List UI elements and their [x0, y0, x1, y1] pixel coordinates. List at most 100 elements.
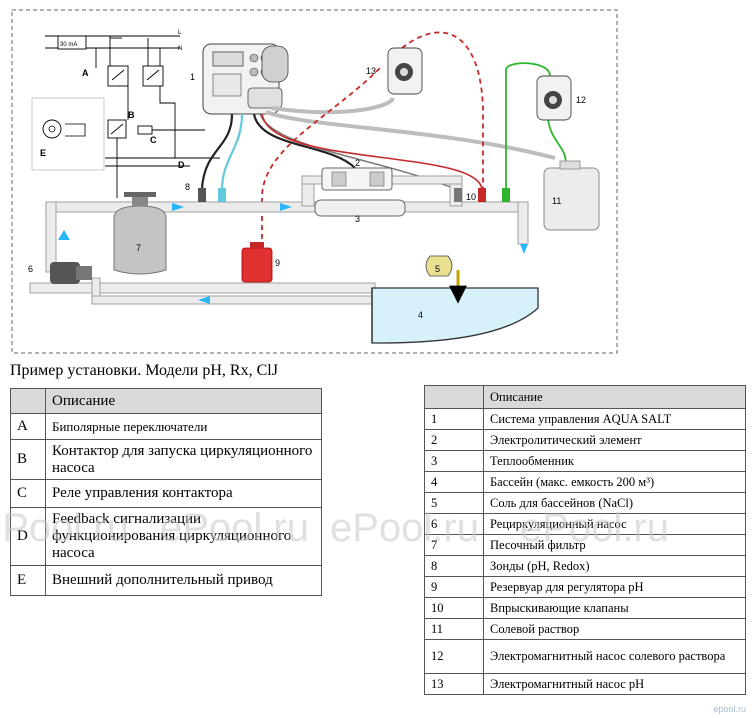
callout-10: 10 — [466, 192, 476, 202]
callout-9: 9 — [275, 258, 280, 268]
row-text: Система управления AQUA SALT — [483, 408, 746, 430]
header-key — [424, 385, 484, 409]
row-text: Внешний дополнительный привод — [45, 565, 322, 596]
row-text: Резервуар для регулятора pH — [483, 576, 746, 598]
control-unit — [202, 43, 289, 115]
row-key: B — [10, 439, 46, 480]
contactor — [105, 86, 220, 198]
salt-solution-tank — [543, 160, 600, 231]
callout-2: 2 — [355, 158, 360, 168]
row-key: 13 — [424, 673, 484, 695]
mains-wiring — [45, 35, 180, 68]
callout-11: 11 — [552, 196, 561, 206]
header-key — [10, 388, 46, 414]
callout-1: 1 — [190, 72, 195, 82]
recirculation-pump — [50, 262, 92, 284]
callout-3: 3 — [355, 214, 360, 224]
table-row: E Внешний дополнительный привод — [10, 565, 322, 596]
heat-exchanger — [314, 199, 406, 217]
callout-13: 13 — [366, 66, 376, 76]
row-text: Впрыскивающие клапаны — [483, 597, 746, 619]
row-key: 5 — [424, 492, 484, 514]
row-key: 11 — [424, 618, 484, 640]
diagram-caption: Пример установки. Модели pH, Rx, ClJ — [10, 362, 278, 379]
header-description: Описание — [483, 385, 746, 409]
electrical-legend-table: Описание A Биполярные переключатели B Ко… — [10, 388, 322, 596]
callout-c: C — [150, 135, 157, 145]
table-header-row: Описание — [424, 385, 746, 409]
salt-dosing-pump — [536, 75, 572, 121]
row-text: Бассейн (макс. емкость 200 м³) — [483, 471, 746, 493]
table-row: B Контактор для запуска циркуляционного … — [10, 439, 322, 480]
main-pipeline — [29, 175, 529, 305]
phase-label-l: L — [178, 30, 182, 36]
probes — [198, 188, 226, 202]
salt-suction-line — [547, 117, 567, 169]
diagram-frame — [11, 9, 618, 354]
ph-suction-line — [261, 67, 381, 248]
row-key: 6 — [424, 513, 484, 535]
callout-12: 12 — [576, 95, 586, 105]
salt-bag — [425, 255, 467, 304]
row-key: 10 — [424, 597, 484, 619]
row-key: 8 — [424, 555, 484, 577]
table-header-row: Описание — [10, 388, 322, 414]
row-key: 9 — [424, 576, 484, 598]
row-key: 12 — [424, 639, 484, 674]
row-text: Контактор для запуска циркуляционного на… — [45, 439, 322, 480]
callout-e: E — [40, 148, 46, 158]
row-text: Зонды (pH, Redox) — [483, 555, 746, 577]
callout-5: 5 — [435, 264, 440, 274]
row-key: 3 — [424, 450, 484, 472]
table-row: A Биполярные переключатели — [10, 413, 322, 440]
row-text: Биполярные переключатели — [45, 413, 322, 440]
row-text: Электромагнитный насос pH — [483, 673, 746, 695]
table-row: C Реле управления контактора — [10, 479, 322, 508]
callout-b: B — [128, 110, 135, 120]
row-key: A — [10, 413, 46, 440]
callout-7: 7 — [136, 243, 141, 253]
phase-label-n: N — [178, 46, 182, 52]
sand-filter — [113, 192, 167, 275]
flow-arrows — [58, 203, 528, 304]
callout-d: D — [178, 160, 185, 170]
row-key: 2 — [424, 429, 484, 451]
row-text: Теплообменник — [483, 450, 746, 472]
bipolar-switches — [107, 65, 164, 87]
injection-valves — [454, 188, 510, 202]
row-text: Feedback сигнализации функционирования ц… — [45, 507, 322, 566]
external-drive — [31, 97, 105, 171]
row-key: 7 — [424, 534, 484, 556]
row-key: E — [10, 565, 46, 596]
callout-a: A — [82, 68, 89, 78]
row-text: Реле управления контактора — [45, 479, 322, 508]
header-description: Описание — [45, 388, 322, 414]
row-text: Соль для бассейнов (NaCl) — [483, 492, 746, 514]
table-row: D Feedback сигнализации функционирования… — [10, 507, 322, 566]
row-key: C — [10, 479, 46, 508]
ph-reservoir — [241, 242, 273, 283]
row-key: 1 — [424, 408, 484, 430]
pool — [371, 287, 539, 344]
control-cables — [200, 96, 556, 191]
callout-6: 6 — [28, 264, 33, 274]
ph-dosing-pump — [387, 47, 423, 95]
breaker-label: 30 mA — [60, 42, 77, 48]
electrolytic-cell — [321, 167, 393, 191]
row-text: Электролитический элемент — [483, 429, 746, 451]
row-key: D — [10, 507, 46, 566]
